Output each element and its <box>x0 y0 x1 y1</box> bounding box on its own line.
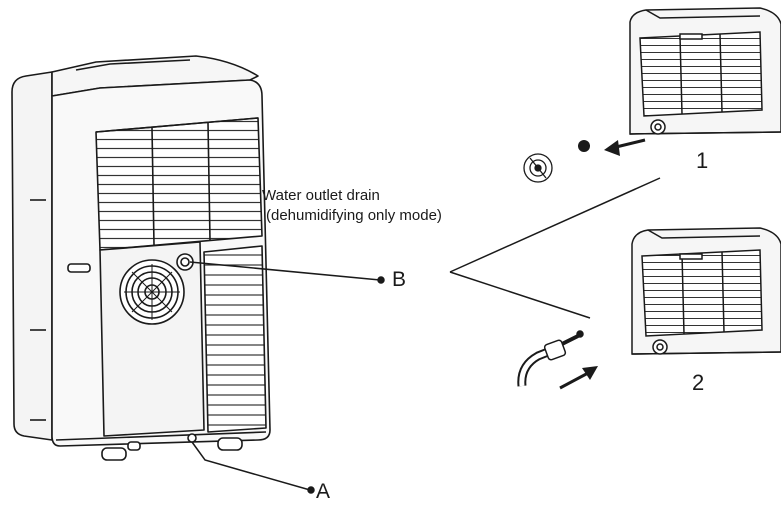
drain-hose-icon <box>517 330 584 387</box>
drain-cap-icon <box>523 153 553 183</box>
pointer-line-b <box>189 261 381 281</box>
detail-unit-2 <box>631 227 781 355</box>
detail-unit-1 <box>629 7 781 135</box>
pointer-dot-a <box>307 486 315 494</box>
label-a: A <box>316 480 331 503</box>
branch-line-1 <box>449 177 661 273</box>
arrow-icon-1 <box>604 138 646 156</box>
main-ac-unit <box>11 55 271 461</box>
pointer-dot-b <box>377 276 385 284</box>
drain-plug-dot <box>578 140 590 152</box>
label-b: B <box>392 268 407 291</box>
arrow-icon-2 <box>559 366 598 390</box>
pointer-line-a <box>191 441 311 491</box>
label-step-2: 2 <box>692 370 705 395</box>
caption-dehumidifying-mode: (dehumidifying only mode) <box>266 207 442 224</box>
pointer-lines <box>189 177 661 494</box>
label-step-1: 1 <box>696 148 709 173</box>
caption-water-outlet-drain: Water outlet drain <box>262 187 380 204</box>
branch-line-2 <box>449 271 591 319</box>
